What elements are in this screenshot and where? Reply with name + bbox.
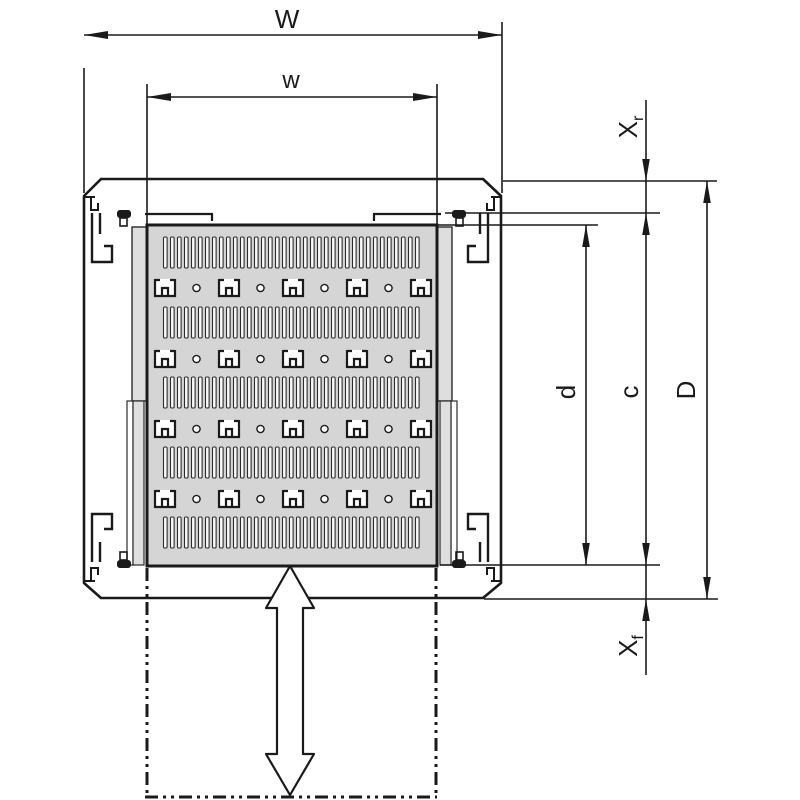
shelf-plate: [145, 223, 439, 568]
bracket-hook-bottom-right: [466, 512, 490, 562]
slide-rails: [126, 226, 458, 566]
bracket-hook-top-right: [466, 213, 490, 264]
corner-profile-top-right: [486, 196, 501, 211]
dim-label-inner-width: w: [282, 67, 300, 94]
latch-bar-top-right: [372, 212, 441, 221]
dim-label-front-clearance-main: X: [613, 639, 643, 657]
slide-out-direction-arrow-icon: [264, 564, 316, 797]
corner-profile-bottom-left: [85, 567, 99, 582]
dim-label-front-clearance-sub: f: [629, 635, 648, 640]
dim-label-overall-width: W: [274, 4, 300, 34]
dim-label-slide-depth: c: [614, 385, 644, 399]
dim-label-shelf-depth: d: [551, 384, 581, 400]
rail-clamps: [117, 210, 466, 568]
mounting-brackets: [90, 212, 490, 562]
corner-profile-top-left: [85, 196, 99, 211]
dimension-lines: [83, 22, 718, 675]
dim-label-front-clearance: Xf: [613, 635, 647, 657]
dim-label-rear-clearance-main: X: [613, 121, 643, 139]
dim-label-rear-clearance-sub: r: [629, 115, 648, 122]
dimension-arrowheads: [84, 31, 711, 621]
perforation-pattern: [153, 236, 433, 549]
bracket-hook-bottom-left: [90, 512, 114, 562]
corner-profile-bottom-right: [486, 567, 501, 582]
bracket-hook-top-left: [90, 213, 114, 264]
dim-label-rear-clearance: Xr: [613, 116, 647, 139]
dim-label-overall-depth: D: [671, 380, 701, 400]
extended-position-phantom-lines: [145, 568, 438, 799]
latch-bar-top-left: [145, 212, 214, 221]
